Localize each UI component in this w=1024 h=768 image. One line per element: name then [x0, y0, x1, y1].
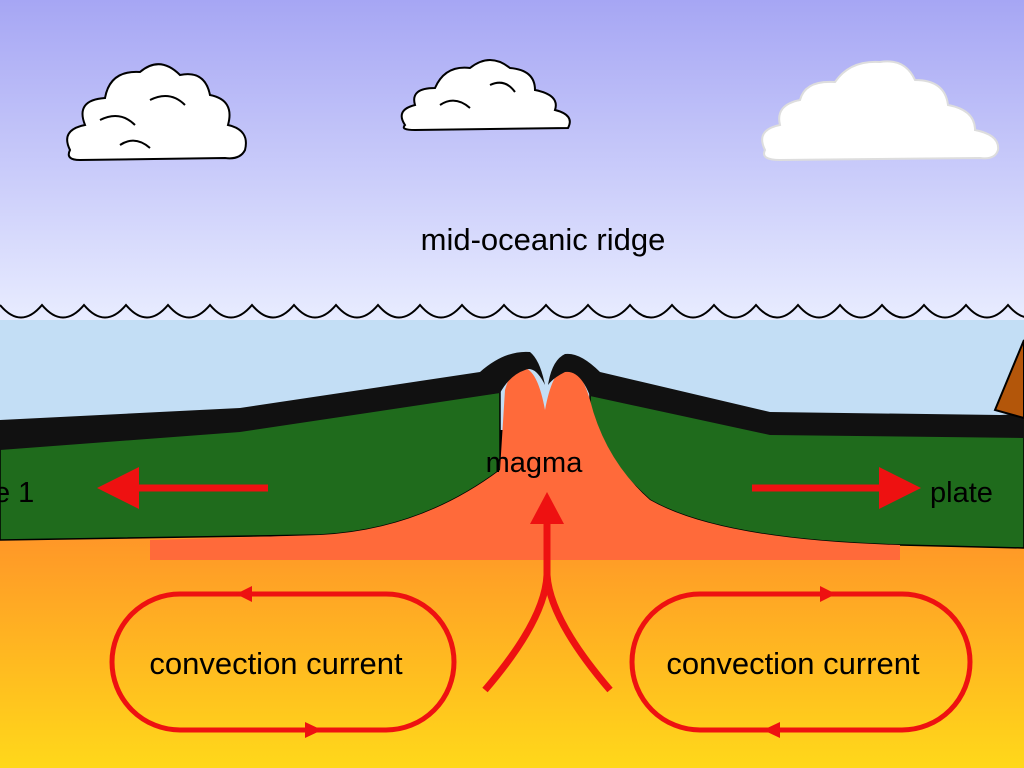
loop-right-arrow-top — [820, 586, 836, 602]
label-convection-left: convection current — [149, 646, 403, 681]
rising-current-right — [543, 574, 613, 693]
label-magma: magma — [486, 447, 584, 479]
cloud-icon — [761, 60, 1000, 162]
continent-edge — [993, 339, 1024, 420]
magma-plume — [150, 367, 900, 560]
label-ridge: mid-oceanic ridge — [421, 222, 666, 257]
label-convection-right: convection current — [666, 646, 920, 681]
convection-loop-right — [629, 591, 973, 733]
label-plate-right: plate — [930, 477, 993, 509]
loop-left-arrow-bottom — [305, 722, 322, 738]
loop-left-arrow-top — [236, 586, 252, 602]
crust-right — [548, 353, 1024, 438]
cloud-icon — [400, 59, 571, 132]
convection-loop-left — [109, 591, 457, 733]
cloud-icon — [66, 63, 247, 162]
label-plate-left: e 1 — [0, 477, 34, 509]
crust-left — [0, 351, 545, 450]
wave-line — [0, 303, 1024, 319]
loop-right-arrow-bottom — [763, 722, 780, 738]
rising-arrow-head — [530, 492, 564, 524]
